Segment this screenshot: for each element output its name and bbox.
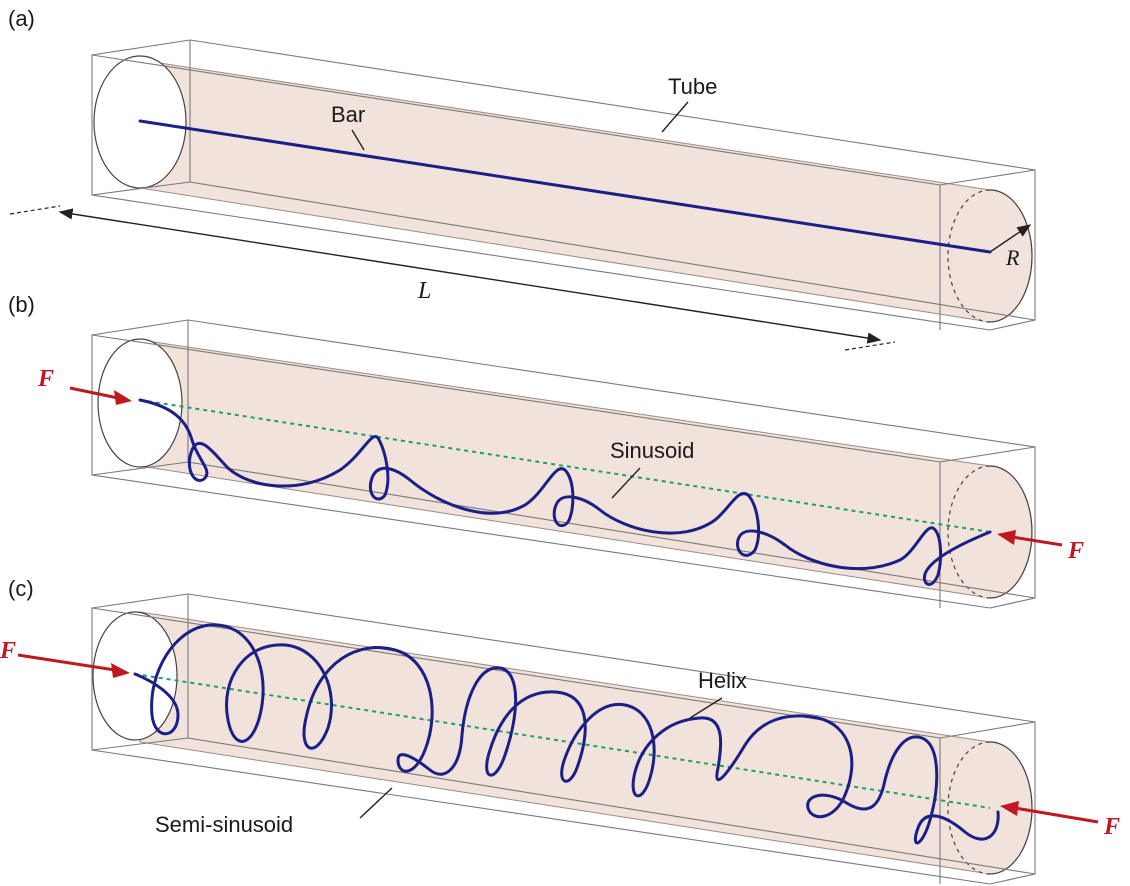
bar-label: Bar (331, 102, 365, 127)
force-arrow-right (1000, 801, 1099, 824)
sinusoid-bar (138, 398, 992, 586)
helix-leader-line (689, 697, 723, 719)
panel-a-label: (a) (8, 6, 35, 31)
tube-near-end (97, 338, 183, 468)
sinusoid-label: Sinusoid (610, 438, 694, 463)
tube-far-end (947, 741, 991, 875)
tube-far-end (947, 189, 991, 323)
force-label-right: F (1067, 538, 1084, 564)
tube-near-end (92, 611, 178, 741)
panel-b-label: (b) (8, 292, 35, 317)
bar-leader-line (351, 129, 365, 151)
panel-a: (a) R L Bar Tube (8, 6, 1036, 351)
radius-arrow (989, 224, 1032, 253)
length-label: L (417, 278, 431, 304)
semi-sinusoid-label: Semi-sinusoid (155, 812, 293, 837)
tube-far-end-rim (989, 465, 1033, 599)
tube-far-end-rim (989, 741, 1033, 875)
force-arrow-left (69, 386, 132, 405)
tube-far-end (947, 465, 991, 599)
helix-bar (133, 623, 1000, 845)
sinusoid-leader-line (611, 467, 641, 499)
panel-c: (c) F F Helix Semi-sinusoid (0, 576, 1120, 885)
length-dimension (9, 205, 896, 351)
force-label-left: F (37, 366, 54, 392)
semi-sinusoid-leader-line (359, 787, 393, 819)
force-label-left: F (0, 638, 16, 664)
panel-b: (b) F F Sinusoid (8, 292, 1084, 609)
tube-label: Tube (668, 74, 717, 99)
force-label-right: F (1103, 814, 1120, 840)
tube-leader-line (661, 101, 689, 133)
panel-c-label: (c) (8, 576, 34, 601)
bounding-box-c (91, 593, 1036, 885)
force-arrow-left (17, 653, 130, 678)
force-arrow-right (997, 530, 1063, 547)
helix-label: Helix (698, 668, 747, 693)
radius-label: R (1005, 245, 1020, 270)
